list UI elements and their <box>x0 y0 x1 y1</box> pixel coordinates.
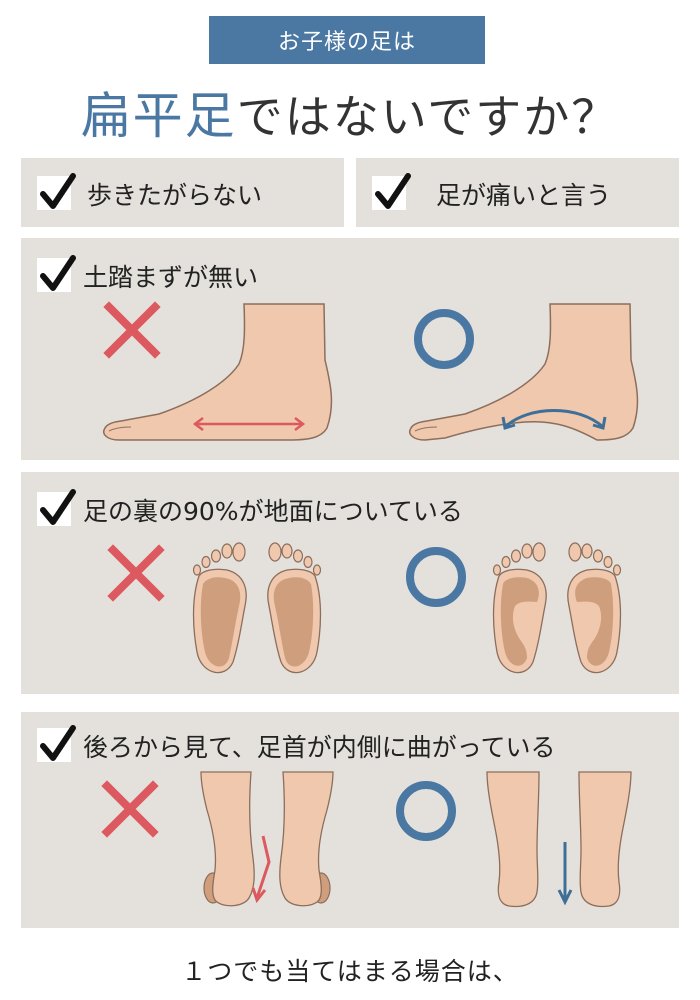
right-sole <box>267 542 322 674</box>
checkbox-icon <box>37 489 76 526</box>
title-accent: 扁平足 <box>80 87 237 145</box>
right-leg <box>279 771 334 907</box>
check-label-5: 後ろから見て、足首が内側に曲がっている <box>83 733 556 762</box>
checkbox-icon <box>37 173 76 210</box>
footer-text: １つでも当てはまる場合は、 <box>181 957 519 986</box>
check-label-2: 足が痛いと言う <box>436 181 612 210</box>
check-panel-arch: 土踏まずが無い <box>21 238 679 460</box>
bent-ankles-illustration <box>200 771 334 907</box>
checkbox-icon <box>37 725 76 762</box>
cross-icon <box>101 780 159 838</box>
header-badge: お子様の足は <box>209 16 485 64</box>
arched-foot-side-illustration <box>409 303 639 441</box>
flat-foot-side-illustration <box>103 303 333 441</box>
right-leg <box>578 771 632 908</box>
left-sole <box>192 542 247 674</box>
arched-soles-illustration <box>492 542 622 674</box>
title-rest: ではないですか？ <box>236 90 620 144</box>
check-label-1: 歩きたがらない <box>87 181 263 210</box>
left-sole <box>492 542 547 674</box>
cross-icon <box>103 301 161 359</box>
cross-icon <box>107 544 165 602</box>
left-leg <box>200 771 255 907</box>
checkbox-icon <box>37 255 76 292</box>
page-title: 扁平足ではないですか？ <box>0 76 700 156</box>
horizontal-arrow-icon <box>192 417 306 431</box>
check-panel-1: 歩きたがらない <box>21 158 344 227</box>
left-leg <box>486 771 540 908</box>
circle-icon <box>414 309 474 369</box>
check-panel-2: 足が痛いと言う <box>356 158 679 227</box>
circle-icon <box>406 547 466 607</box>
check-panel-ankle: 後ろから見て、足首が内側に曲がっている <box>21 712 679 928</box>
checkbox-icon <box>372 173 411 210</box>
flat-soles-illustration <box>192 542 322 674</box>
right-sole <box>567 542 622 674</box>
check-label-3: 土踏まずが無い <box>83 263 259 292</box>
circle-icon <box>396 781 456 841</box>
check-panel-sole: 足の裏の90%が地面についている <box>21 472 679 694</box>
check-label-4: 足の裏の90%が地面についている <box>83 497 463 526</box>
bent-arrow-icon <box>255 835 271 899</box>
straight-ankles-illustration <box>486 771 632 908</box>
arc-arrow-icon <box>501 409 607 430</box>
